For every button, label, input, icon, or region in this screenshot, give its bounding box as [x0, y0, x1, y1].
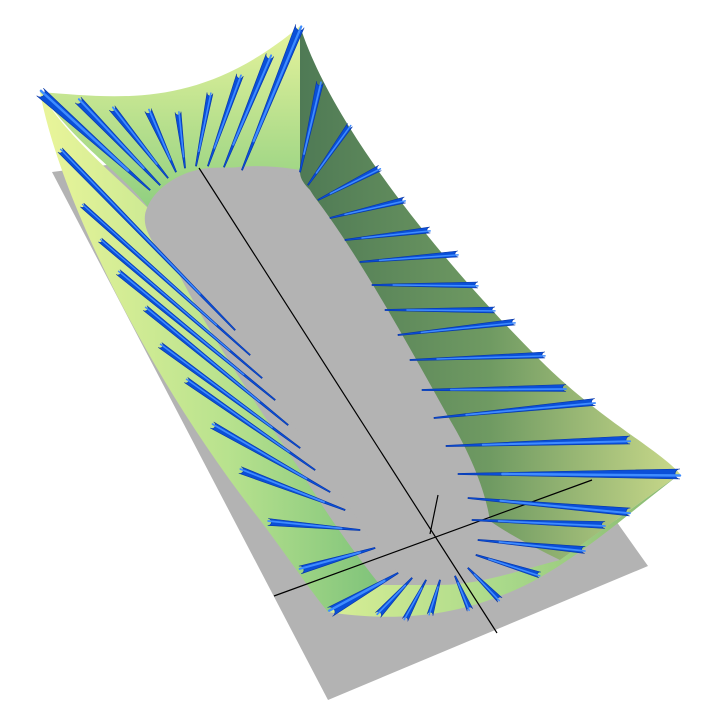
vector-highlight — [198, 92, 212, 153]
axes — [198, 167, 593, 634]
vector-highlight — [449, 388, 567, 391]
vector-highlight — [457, 582, 470, 612]
vector-highlight — [77, 98, 145, 169]
vector-highlight — [59, 148, 201, 295]
vector-highlight — [213, 74, 242, 149]
surface-front-wall — [328, 474, 680, 617]
vector-highlight — [267, 520, 343, 530]
vector-highlight — [99, 238, 231, 352]
vector-highlight — [232, 54, 273, 146]
vector-highlight — [81, 203, 218, 326]
trough-surface — [40, 26, 680, 617]
vector-highlight — [499, 499, 631, 515]
vector-highlight — [144, 306, 261, 403]
vector-highlight — [252, 25, 303, 143]
vector-highlight — [428, 586, 439, 616]
vector-highlight — [378, 254, 459, 262]
vector-highlight — [303, 81, 322, 155]
vector-highlight — [148, 108, 172, 161]
vector-highlight — [117, 270, 245, 376]
vector-highlight — [344, 200, 406, 216]
vector-highlight — [436, 355, 546, 360]
vector-highlight — [420, 322, 516, 334]
vector-highlight — [501, 472, 682, 477]
vector-highlight — [392, 284, 479, 287]
vector-highlight — [298, 551, 361, 570]
vector-highlight — [481, 440, 632, 446]
vector-highlight — [406, 309, 496, 312]
vector-highlight — [178, 111, 185, 158]
surface-back-wall — [40, 26, 300, 210]
vector-highlight — [329, 168, 382, 195]
vector-highlight — [497, 520, 606, 527]
vector-highlight — [111, 106, 158, 165]
vector-highlight — [488, 558, 541, 577]
surface-right-wall — [300, 26, 680, 560]
axis-short — [273, 479, 593, 597]
vector-highlight — [39, 89, 130, 172]
vector-highlight — [473, 573, 501, 602]
vector-highlight — [211, 423, 308, 480]
vector-highlight — [361, 230, 431, 239]
axis-long — [198, 167, 498, 634]
stadium-region — [144, 167, 491, 584]
vector-highlight — [315, 124, 352, 174]
vector-highlight — [328, 579, 386, 612]
vector-highlight — [403, 587, 423, 621]
vector-highlight — [185, 378, 290, 453]
vector-highlight — [239, 468, 325, 503]
vector-highlight — [376, 584, 407, 616]
axis-vertical — [429, 494, 439, 535]
normal-vectors — [36, 24, 682, 622]
surface-left-wall — [40, 92, 380, 612]
vector-highlight — [159, 343, 273, 429]
vector-highlight — [465, 402, 596, 416]
vector-highlight — [498, 541, 586, 552]
